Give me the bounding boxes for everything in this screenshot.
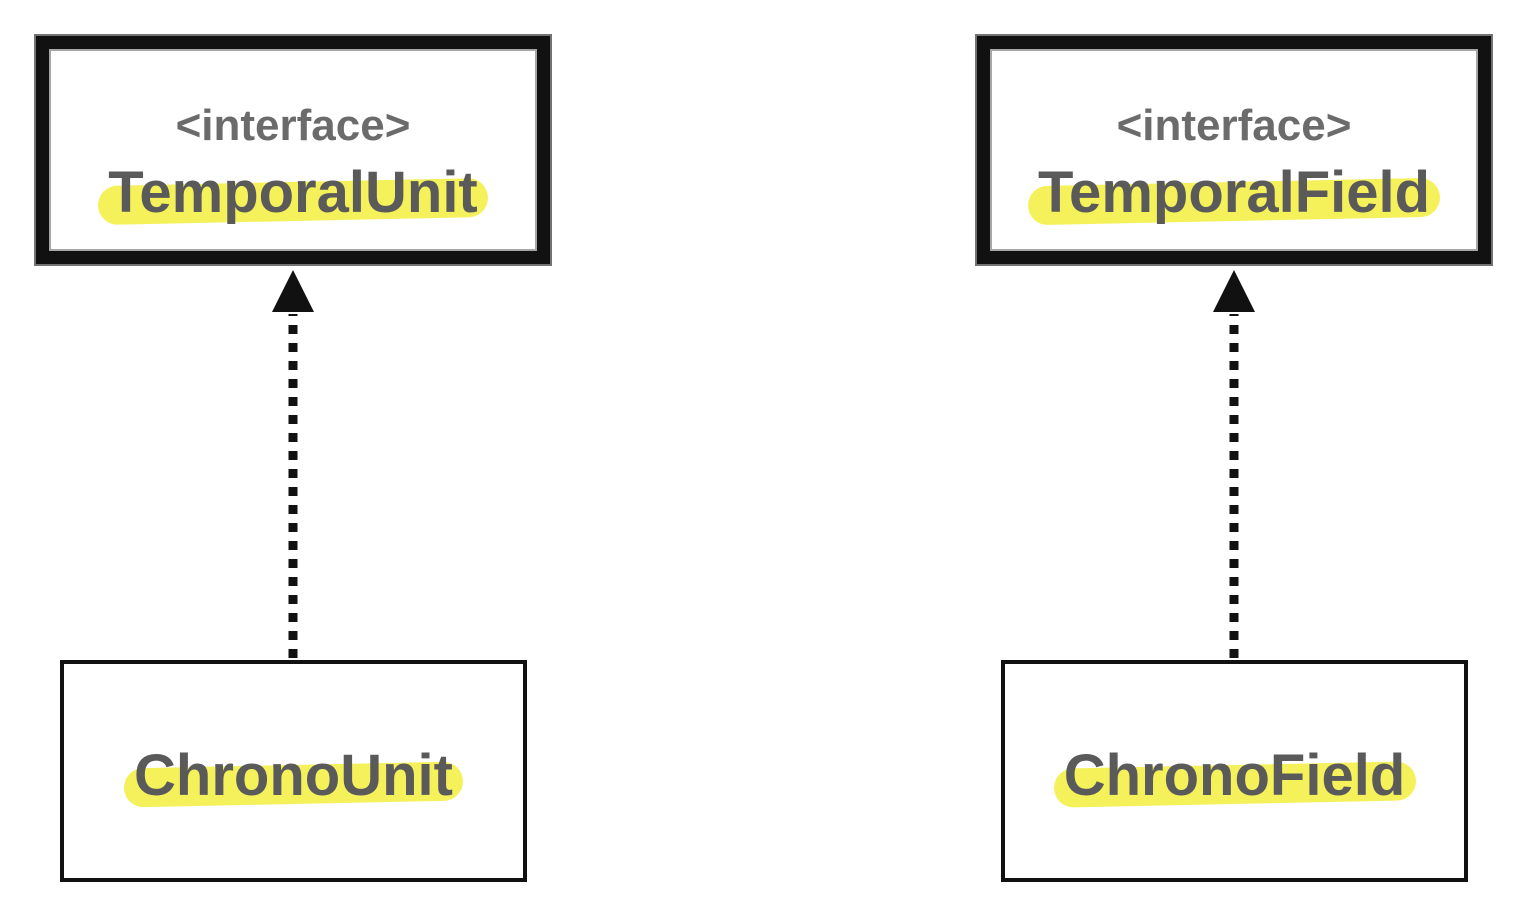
highlight-marker: TemporalUnit xyxy=(98,159,488,226)
highlight-marker: TemporalField xyxy=(1028,159,1440,226)
class-name-chrono-field: ChronoField xyxy=(1005,742,1464,809)
interface-name-temporal-field: TemporalField xyxy=(990,159,1478,226)
highlight-marker: ChronoField xyxy=(1054,742,1416,809)
interface-box-temporal-field: <interface> TemporalField xyxy=(977,36,1491,264)
interface-name-text: TemporalField xyxy=(1037,160,1431,225)
class-box-chrono-field: ChronoField xyxy=(1001,660,1468,882)
interface-name-temporal-unit: TemporalUnit xyxy=(49,159,537,226)
class-name-text: ChronoField xyxy=(1063,743,1406,808)
stereotype-label: <interface> xyxy=(1116,101,1352,150)
interface-box-temporal-unit: <interface> TemporalUnit xyxy=(36,36,550,264)
class-name-text: ChronoUnit xyxy=(134,743,453,808)
stereotype-label: <interface> xyxy=(175,101,411,150)
class-name-chrono-unit: ChronoUnit xyxy=(64,742,523,809)
arrowhead-temporal-unit xyxy=(272,270,314,312)
interface-name-text: TemporalUnit xyxy=(108,160,478,225)
highlight-marker: ChronoUnit xyxy=(124,742,463,809)
class-box-chrono-unit: ChronoUnit xyxy=(60,660,527,882)
arrowhead-temporal-field xyxy=(1213,270,1255,312)
